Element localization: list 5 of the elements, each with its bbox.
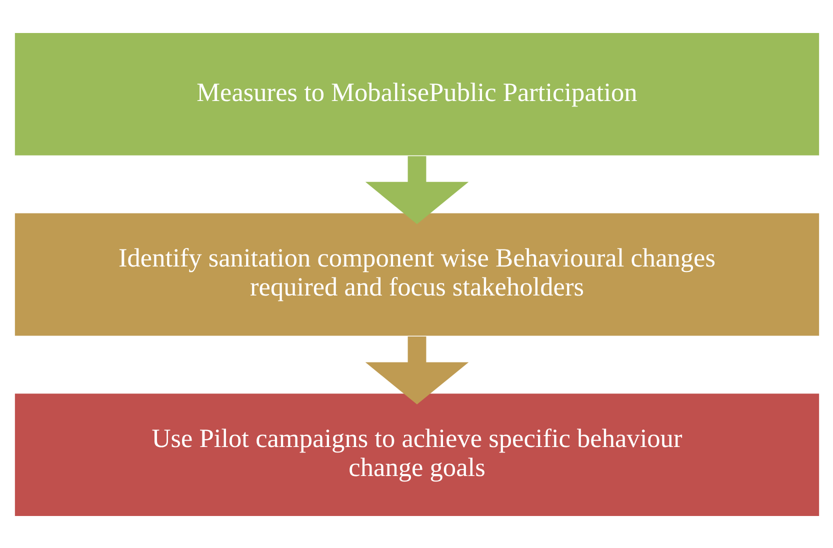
arrow: [364, 156, 468, 224]
node-box: Identify sanitation component wise Behavioural changes required and focus stakeholders: [13, 211, 820, 337]
node-box: Use Pilot campaigns to achieve specific behaviour change goals: [13, 392, 820, 517]
node-box: Measures to MobalisePublic Participation: [13, 31, 820, 156]
arrow: [364, 336, 468, 404]
